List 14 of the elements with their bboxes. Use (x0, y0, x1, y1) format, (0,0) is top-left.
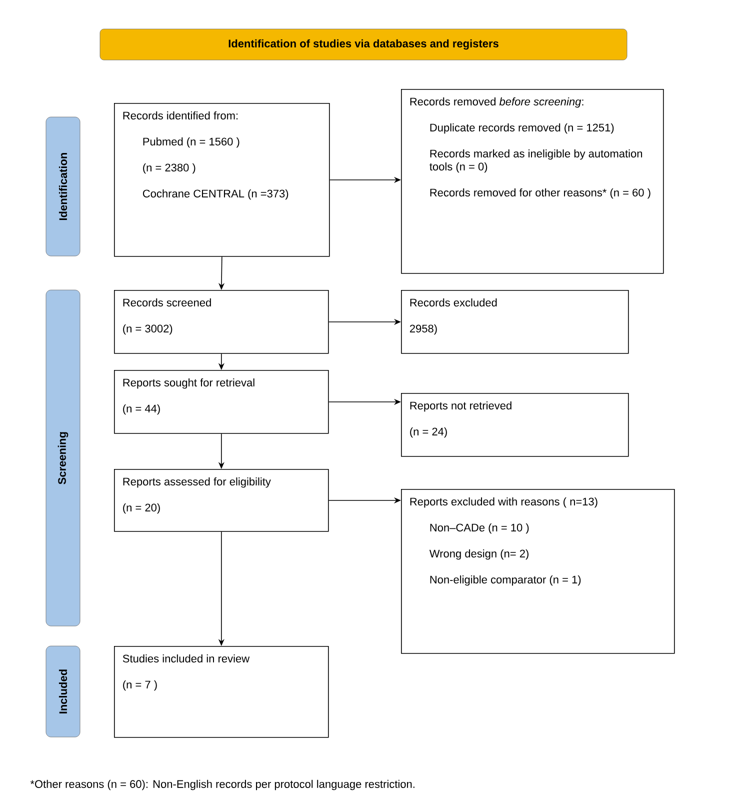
phase-band: Screening (46, 290, 80, 626)
flow-box: Reports not retrieved (n = 24) (401, 393, 629, 457)
footnote: *Other reasons (n = 60): Non-English records per protocol language restriction. (30, 780, 414, 790)
flow-box: Records identified from: Pubmed (n = 1560 ) (n = 2380 ) Cochrane CENTRAL (n =373) (114, 103, 330, 257)
flow-box: Records screened (n = 3002) (114, 290, 329, 354)
header-banner: Identification of studies via databases and registers (100, 28, 628, 60)
phase-band: Identification (46, 116, 80, 256)
flow-box: Studies included in review (n = 7 ) (114, 646, 329, 738)
flow-box: Reports excluded with reasons ( n=13) Non–CADe (n = 10 ) Wrong design (n= 2) Non-eligible comparator (n = 1) (401, 489, 675, 654)
phase-band: Included (46, 646, 80, 738)
flow-box: Records removed before screening: Duplicate records removed (n = 1251) Records marked as ineligible by automation tools (n = 0) Records removed for other reasons* (n = 60 ) (401, 89, 664, 274)
flow-box: Reports sought for retrieval (n = 44) (114, 370, 329, 434)
flow-box: Records excluded 2958) (401, 290, 629, 354)
flow-box: Reports assessed for eligibility (n = 20) (114, 469, 329, 532)
